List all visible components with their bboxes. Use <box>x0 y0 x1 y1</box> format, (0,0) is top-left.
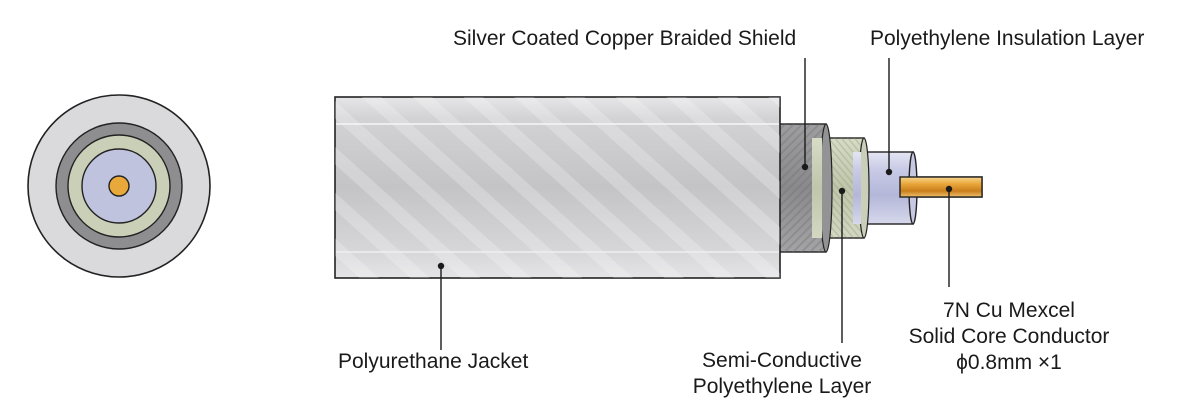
cable-side-view <box>334 96 983 279</box>
label-jacket: Polyurethane Jacket <box>338 350 529 373</box>
label-conductor-line-1: 7N Cu Mexcel <box>943 299 1075 322</box>
dot-insulation <box>885 168 893 176</box>
label-semi-conductive-line-1: Semi-Conductive <box>702 349 862 372</box>
label-braided-shield: Silver Coated Copper Braided Shield <box>453 27 797 50</box>
leader-lines <box>437 58 953 350</box>
label-conductor: 7N Cu Mexcel Solid Core Conductor ϕ0.8mm… <box>880 298 1138 376</box>
dot-braided-shield <box>801 163 809 171</box>
dot-conductor <box>945 185 953 193</box>
label-conductor-line-2: Solid Core Conductor <box>908 325 1110 348</box>
label-semi-conductive: Semi-Conductive Polyethylene Layer <box>672 348 892 400</box>
cross-section-conductor <box>108 175 130 197</box>
label-semi-conductive-line-2: Polyethylene Layer <box>692 375 872 398</box>
cross-section <box>27 94 211 278</box>
dot-semi-conductive <box>838 187 846 195</box>
dot-jacket <box>437 262 445 270</box>
label-insulation: Polyethylene Insulation Layer <box>870 27 1145 50</box>
label-conductor-line-3: ϕ0.8mm ×1 <box>956 351 1062 374</box>
